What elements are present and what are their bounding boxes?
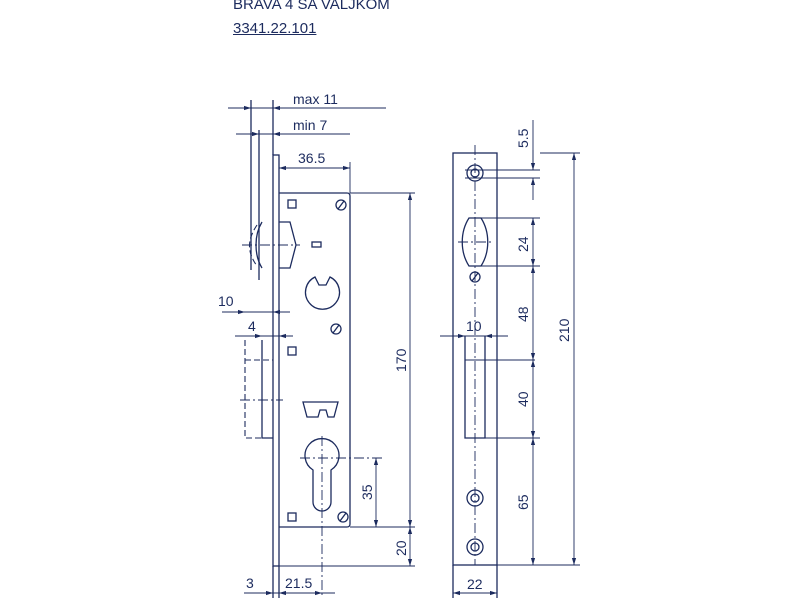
dim-gap: 48 [515, 306, 531, 322]
dim-roller: 24 [515, 236, 531, 252]
dim-total: 210 [556, 318, 572, 342]
dim-slot-width: 10 [466, 318, 482, 334]
lock-body [279, 192, 351, 528]
dim-plate-width: 22 [467, 576, 483, 592]
dim-backset: 21.5 [285, 575, 312, 591]
screw-hole-icon [466, 489, 484, 507]
screw-hole-icon [466, 538, 484, 556]
drawing-title: BRAVA 4 SA VALJKOM [233, 0, 390, 13]
spindle-hole [304, 276, 341, 310]
screw-icon [330, 323, 342, 335]
part-number: 3341.22.101 [233, 20, 317, 37]
dim-bolt: 10 [218, 293, 234, 309]
lock-side-view: max 11 min 7 36.5 170 20 35 10 4 3 [218, 91, 415, 598]
dim-width: 36.5 [298, 150, 325, 166]
dim-cyl: 35 [359, 484, 375, 500]
strike-plate-view: 5.5 24 48 40 65 210 10 22 [440, 120, 580, 598]
faceplate [272, 154, 280, 567]
screw-icon [337, 511, 349, 523]
dim-plate: 3 [246, 575, 254, 591]
screw-hole-icon [466, 164, 484, 182]
dim-slot: 40 [515, 391, 531, 407]
dim-max: max 11 [293, 91, 338, 107]
dim-lower: 65 [515, 494, 531, 510]
dim-min: min 7 [293, 117, 327, 133]
cylinder-hole [304, 437, 340, 512]
strike-plate [452, 152, 498, 566]
dim-latch: 4 [248, 318, 256, 334]
dim-top: 5.5 [515, 128, 531, 148]
screw-icon [469, 271, 481, 283]
screw-icon [335, 199, 347, 211]
dim-bottom: 20 [393, 540, 409, 556]
dim-height: 170 [393, 348, 409, 372]
